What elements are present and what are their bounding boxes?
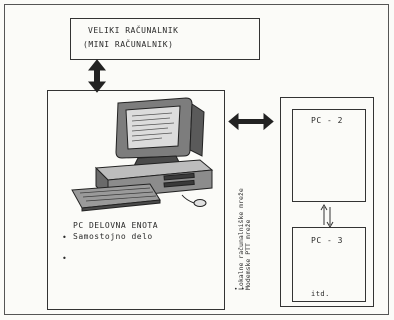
network-box: [280, 97, 374, 307]
workstation-box: [47, 90, 225, 310]
network-link-arrow: [228, 112, 274, 131]
mainframe-line2: (MINI RAČUNALNIK): [83, 40, 174, 49]
pc3-box: [292, 227, 366, 302]
mainframe-line1: VELIKI RAČUNALNIK: [88, 26, 179, 35]
pc2-box: [292, 109, 366, 202]
pc2-label: PC - 2: [311, 116, 343, 125]
outer-frame: [4, 4, 389, 315]
workstation-bullet-2: •: [62, 254, 68, 263]
workstation-bullet-1: •: [62, 233, 68, 242]
network-bullet-2: •: [241, 286, 246, 293]
workstation-item-1: Samostojno delo: [73, 232, 153, 241]
pc3-etc: itd.: [311, 290, 330, 298]
pc-link-arrow: [320, 204, 334, 228]
mainframe-box: [70, 18, 260, 60]
network-bullet-1: •: [234, 286, 239, 293]
mainframe-link-arrow: [87, 59, 107, 93]
computer-illustration: [71, 97, 214, 212]
workstation-title: PC DELOVNA ENOTA: [73, 221, 159, 230]
pc3-label: PC - 3: [311, 236, 343, 245]
